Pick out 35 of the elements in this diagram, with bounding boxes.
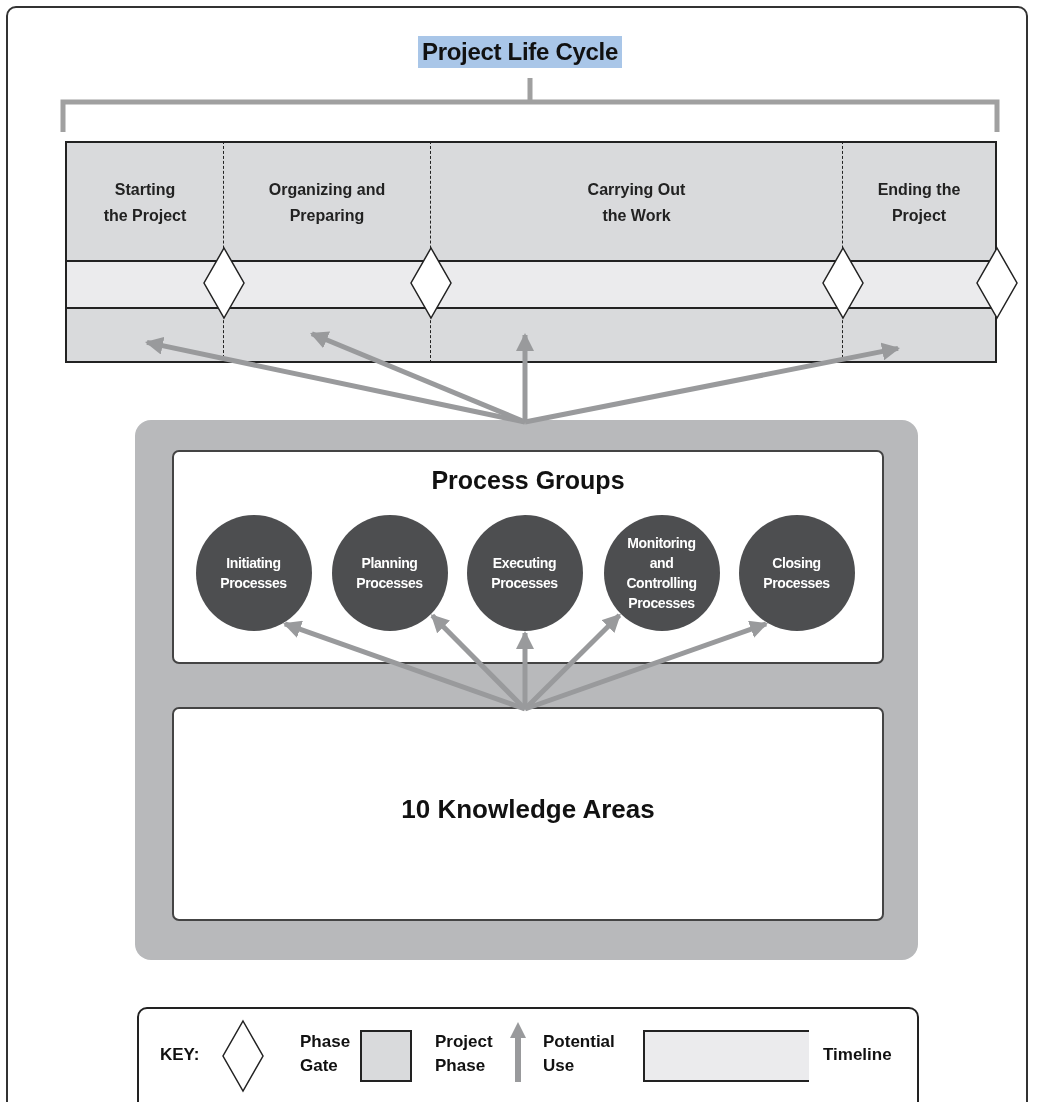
- phase-label: Carrying Out the Work: [586, 180, 687, 226]
- legend-label: Potential Use: [543, 1031, 616, 1077]
- process-label: Executing Processes: [490, 553, 559, 593]
- process-label: Initiating Processes: [219, 553, 288, 593]
- process-label: Closing Processes: [762, 553, 831, 593]
- phase-label: Ending the Project: [876, 180, 962, 226]
- legend-label: Phase Gate: [300, 1031, 352, 1077]
- phase-gate-diamond: [410, 247, 452, 319]
- arrow: [283, 620, 526, 712]
- phase-box: [65, 141, 224, 363]
- phase-label: Starting the Project: [102, 180, 188, 226]
- process-area-panel: [135, 420, 918, 960]
- diagram-title: Project Life Cycle: [418, 36, 622, 68]
- process-groups-panel: [172, 450, 884, 664]
- phase-box: [843, 141, 997, 363]
- arrow: [145, 336, 526, 425]
- phase-gate-diamond: [976, 247, 1018, 319]
- process-label: Planning Processes: [355, 553, 424, 593]
- phase-gate-diamond: [822, 247, 864, 319]
- arrow: [430, 613, 527, 711]
- legend-label: Project Phase: [435, 1031, 494, 1077]
- panel-heading: Process Groups: [431, 466, 625, 495]
- arrow: [524, 620, 768, 712]
- key-label: KEY:: [160, 1044, 200, 1066]
- knowledge-areas-panel: [172, 707, 884, 921]
- arrow: [524, 342, 900, 425]
- arrow: [523, 613, 622, 711]
- process-label: Monitoring and Controlling Processes: [625, 533, 698, 613]
- phase-gate-diamond: [203, 247, 245, 319]
- arrow: [516, 333, 534, 422]
- phase-label: Organizing and Preparing: [268, 180, 386, 226]
- panel-heading: 10 Knowledge Areas: [401, 794, 655, 825]
- phase-box: [431, 141, 843, 363]
- legend-label: Timeline: [823, 1044, 892, 1066]
- phase-box: [224, 141, 431, 363]
